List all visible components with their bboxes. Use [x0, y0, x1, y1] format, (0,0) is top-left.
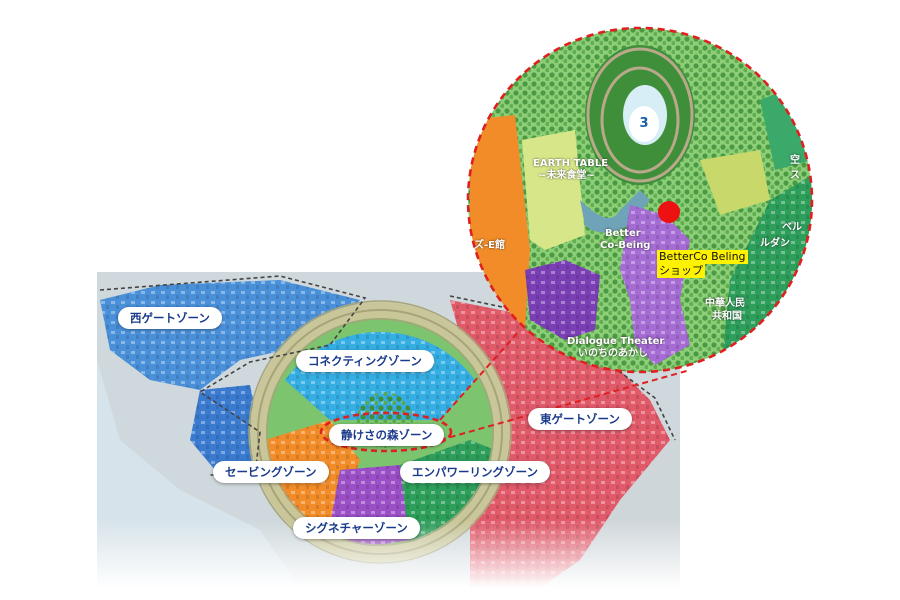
zone-label-signature[interactable]: シグネチャーゾーン — [293, 517, 420, 539]
inset-label-right-top: 空 — [790, 155, 800, 166]
zone-label-empowering[interactable]: エンパワーリングゾーン — [400, 461, 551, 483]
pavilion-number-badge[interactable]: 3 — [629, 106, 659, 142]
shop-label-line2: ショップ — [657, 264, 705, 278]
callout-line-left — [439, 329, 521, 421]
zone-label-connecting[interactable]: コネクティングゾーン — [296, 350, 434, 372]
inset-label-earth-table-sub: ~未来食堂~ — [538, 170, 595, 181]
highlight-ellipse — [319, 411, 453, 453]
inset-label-pavilion-left: ズ-E館 — [474, 240, 505, 251]
inset-label-dialogue-theater: Dialogue Theater — [567, 336, 665, 347]
inset-label-right-mid-2: ルダン — [760, 238, 790, 249]
zone-boundary-west — [99, 275, 367, 476]
inset-label-dialogue-sub: いのちのあかし — [578, 348, 648, 359]
inset-label-right-top-2: ス — [790, 170, 800, 181]
location-marker[interactable] — [658, 201, 680, 223]
shop-label[interactable]: BetterCo Beling ショップ — [657, 250, 748, 278]
inset-label-better: Better — [605, 228, 641, 239]
inset-label-co-being: Co-Being — [600, 240, 651, 251]
zone-label-saving[interactable]: セービングゾーン — [213, 461, 329, 483]
callout-line-right — [439, 369, 691, 441]
inset-label-right-mid: ベル — [782, 222, 802, 233]
inset-label-china-2: 共和国 — [712, 311, 742, 322]
inset-border — [466, 26, 814, 374]
zone-label-west-gate[interactable]: 西ゲートゾーン — [118, 307, 222, 329]
inset-label-earth-table: EARTH TABLE — [533, 158, 609, 169]
inset-label-china: 中華人民 — [705, 298, 745, 309]
shop-label-line1: BetterCo Beling — [657, 250, 748, 264]
zone-label-forest[interactable]: 静けさの森ゾーン — [329, 424, 445, 446]
zone-label-east-gate[interactable]: 東ゲートゾーン — [528, 408, 632, 430]
inset-earth-table — [522, 130, 585, 250]
